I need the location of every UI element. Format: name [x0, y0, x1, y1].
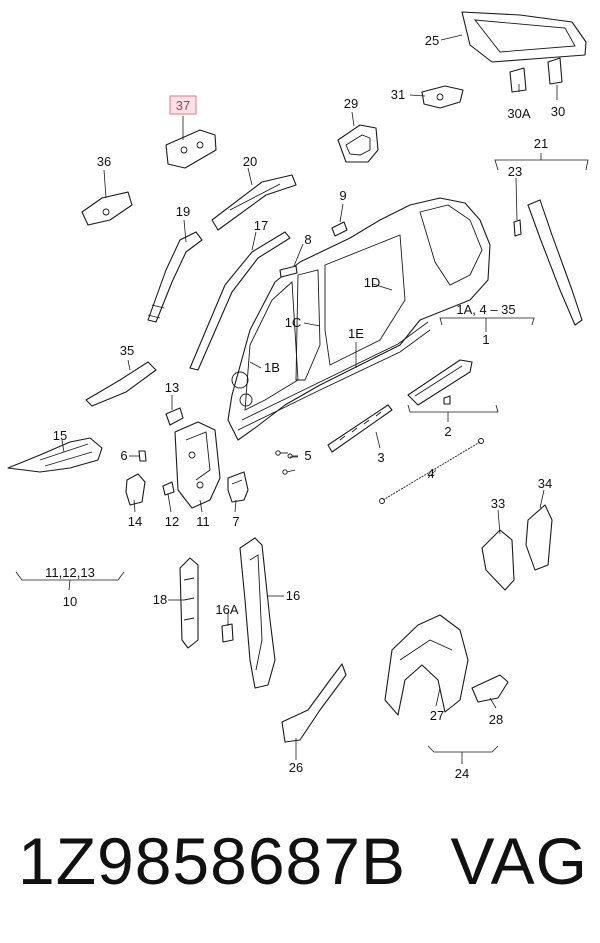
part-3[interactable] — [327, 404, 393, 453]
callout-18[interactable]: 18 — [153, 592, 167, 607]
part-19[interactable] — [147, 231, 203, 323]
callout-36[interactable]: 36 — [97, 154, 111, 169]
part-33[interactable] — [481, 529, 515, 591]
part-7[interactable] — [227, 471, 249, 503]
callout-9[interactable]: 9 — [339, 188, 346, 203]
callout-8[interactable]: 8 — [304, 232, 311, 247]
part-23[interactable] — [513, 219, 522, 237]
callout-27[interactable]: 27 — [430, 708, 444, 723]
part-11[interactable] — [174, 421, 221, 509]
callout-6[interactable]: 6 — [120, 448, 127, 463]
highlight-box-37 — [169, 95, 197, 115]
part-6[interactable] — [138, 450, 147, 462]
callout-19[interactable]: 19 — [176, 204, 190, 219]
part-4[interactable] — [379, 438, 484, 504]
part-30[interactable] — [547, 57, 563, 85]
part-26[interactable] — [281, 663, 347, 743]
callout-35[interactable]: 35 — [120, 343, 134, 358]
callout-12[interactable]: 12 — [165, 514, 179, 529]
callout-1[interactable]: 1 — [482, 332, 489, 347]
callout-29[interactable]: 29 — [344, 96, 358, 111]
part-18[interactable] — [179, 557, 199, 649]
part-8[interactable] — [279, 265, 298, 278]
part-14[interactable] — [125, 473, 146, 506]
callout-23[interactable]: 23 — [508, 164, 522, 179]
callout-2[interactable]: 2 — [444, 424, 451, 439]
part-28[interactable] — [471, 674, 509, 703]
part-2[interactable] — [407, 359, 473, 406]
callout-1D[interactable]: 1D — [364, 275, 381, 290]
callout-10-group[interactable]: 11,12,13 — [45, 565, 95, 580]
callout-34[interactable]: 34 — [538, 476, 552, 491]
callout-31[interactable]: 31 — [391, 87, 405, 102]
callout-1A[interactable]: 1A, 4 – 35 — [456, 302, 515, 317]
footer: 1Z9858687B VAG — [0, 820, 600, 930]
part-27[interactable] — [384, 614, 469, 716]
callout-37[interactable]: 37 — [176, 98, 190, 113]
part-34[interactable] — [525, 504, 553, 571]
callout-30A[interactable]: 30A — [507, 106, 530, 121]
part-20[interactable] — [211, 174, 297, 231]
leader-lines — [15, 34, 589, 764]
callout-26[interactable]: 26 — [289, 760, 303, 775]
callout-7[interactable]: 7 — [232, 514, 239, 529]
part-21[interactable] — [527, 199, 583, 326]
callout-16[interactable]: 16 — [286, 588, 300, 603]
callout-15[interactable]: 15 — [53, 428, 67, 443]
part-9[interactable] — [331, 221, 348, 237]
callout-25[interactable]: 25 — [425, 33, 439, 48]
callout-1B[interactable]: 1B — [264, 360, 280, 375]
callout-11[interactable]: 11 — [196, 514, 210, 529]
callout-4[interactable]: 4 — [427, 466, 434, 481]
part-25[interactable] — [461, 11, 587, 63]
callout-17[interactable]: 17 — [254, 218, 268, 233]
callout-5[interactable]: 5 — [304, 448, 311, 463]
callout-24[interactable]: 24 — [455, 766, 469, 781]
callout-14[interactable]: 14 — [128, 514, 142, 529]
part-35[interactable] — [85, 361, 157, 407]
callout-16A[interactable]: 16A — [215, 602, 238, 617]
part-29[interactable] — [337, 124, 379, 163]
part-36[interactable] — [81, 191, 133, 226]
callout-33[interactable]: 33 — [491, 496, 505, 511]
parts-diagram: 25 31 29 30A 30 21 23 37 36 20 9 19 17 8… — [7, 11, 589, 781]
part-16[interactable] — [239, 537, 276, 689]
part-37[interactable] — [165, 129, 217, 169]
callout-30[interactable]: 30 — [551, 104, 565, 119]
part-30A[interactable] — [509, 67, 527, 93]
callout-1C[interactable]: 1C — [285, 315, 302, 330]
brand-name: VAG — [450, 824, 588, 898]
part-15[interactable] — [7, 437, 103, 473]
part-13[interactable] — [165, 407, 184, 426]
body-side-panel[interactable] — [227, 197, 491, 441]
callout-13[interactable]: 13 — [165, 380, 179, 395]
callout-28[interactable]: 28 — [489, 712, 503, 727]
callout-3[interactable]: 3 — [377, 450, 384, 465]
callout-20[interactable]: 20 — [243, 154, 257, 169]
callout-21[interactable]: 21 — [534, 136, 548, 151]
part-17[interactable] — [189, 231, 291, 371]
part-number: 1Z9858687B — [18, 824, 406, 898]
part-16A[interactable] — [221, 623, 234, 643]
callout-labels: 25 31 29 30A 30 21 23 37 36 20 9 19 17 8… — [45, 33, 565, 781]
part-12[interactable] — [162, 481, 175, 496]
callout-10[interactable]: 10 — [63, 594, 77, 609]
part-5[interactable] — [275, 450, 298, 475]
part-31[interactable] — [421, 85, 464, 109]
callout-1E[interactable]: 1E — [348, 326, 364, 341]
